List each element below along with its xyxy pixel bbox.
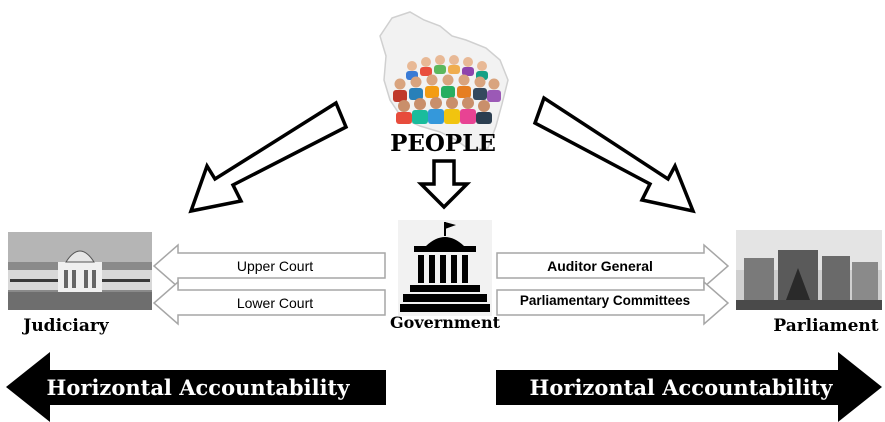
parliamentary-committees-label: Parliamentary Committees bbox=[520, 293, 690, 308]
upper-court-arrow bbox=[152, 243, 386, 289]
arrow-people-to-government bbox=[416, 159, 472, 210]
people-label: PEOPLE bbox=[390, 130, 496, 157]
arrow-people-to-judiciary bbox=[188, 100, 349, 214]
judiciary-label: Judiciary bbox=[21, 316, 110, 336]
auditor-general-label: Auditor General bbox=[547, 258, 653, 274]
lower-court-arrow bbox=[152, 280, 386, 326]
left-accountability-banner bbox=[6, 352, 386, 422]
people-crowd-icon bbox=[393, 55, 501, 124]
parliament-label: Parliament bbox=[773, 316, 878, 336]
parliamentary-committees-arrow bbox=[496, 280, 730, 326]
judiciary-building-image bbox=[8, 232, 152, 310]
auditor-general-arrow bbox=[496, 243, 730, 289]
upper-court-label: Upper Court bbox=[237, 258, 313, 274]
government-building-icon bbox=[398, 220, 492, 316]
lower-court-label: Lower Court bbox=[237, 295, 313, 311]
right-accountability-banner bbox=[496, 352, 882, 422]
right-banner-text: Horizontal Accountability bbox=[530, 375, 834, 400]
government-label: Government bbox=[390, 313, 501, 332]
parliament-building-image bbox=[736, 230, 882, 310]
arrow-people-to-parliament bbox=[532, 95, 696, 214]
left-banner-text: Horizontal Accountability bbox=[47, 375, 351, 400]
